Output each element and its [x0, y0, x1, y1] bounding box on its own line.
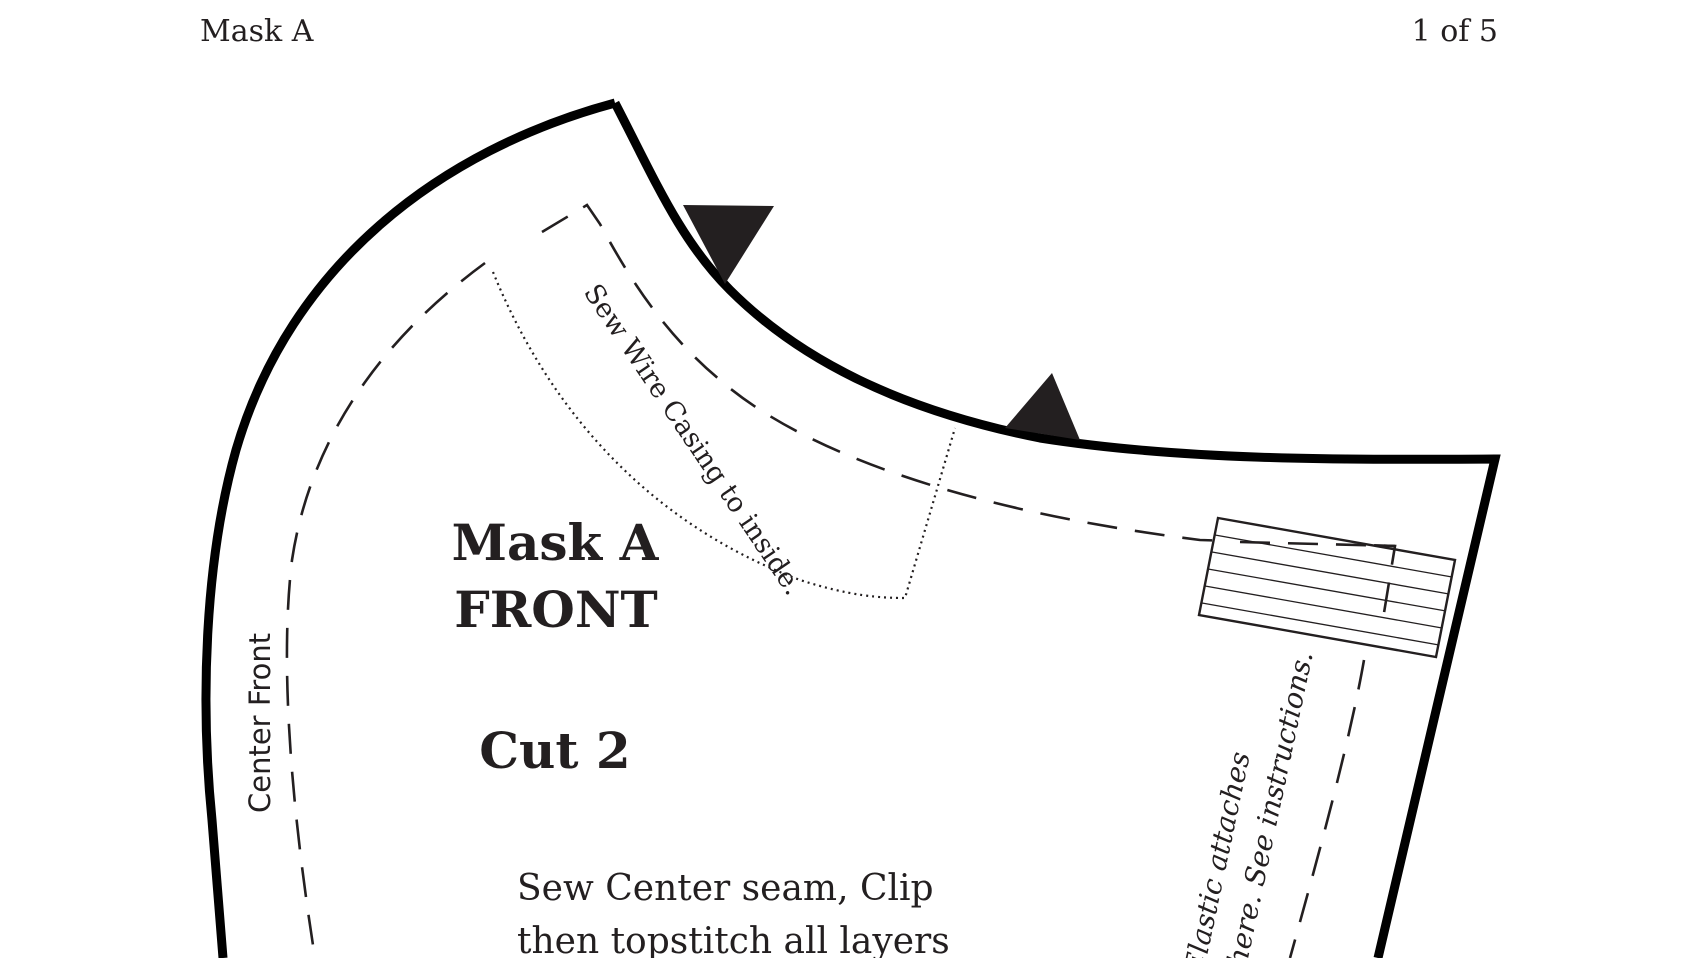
seam-line-dashed	[285, 261, 486, 958]
piece-title-line2: FRONT	[454, 580, 658, 639]
seam-instruction-line2: then topstitch all layers	[517, 921, 950, 958]
notch-marker-lower	[1005, 373, 1080, 440]
elastic-attachment-box	[1197, 516, 1457, 659]
wire-casing-dotted-line	[491, 271, 957, 600]
cut-line-outline	[201, 98, 1501, 958]
seam-line-dashed-right	[1288, 659, 1366, 958]
seam-instruction-line1: Sew Center seam, Clip	[517, 868, 934, 909]
header-mask-title: Mask A	[200, 14, 314, 49]
piece-title-line1: Mask A	[452, 513, 660, 572]
center-front-label: Center Front	[243, 633, 277, 813]
seam-line-dashed-top	[541, 203, 1396, 548]
cut-count-label: Cut 2	[479, 721, 630, 780]
page-indicator: 1 of 5	[1411, 14, 1498, 49]
notch-marker-upper	[683, 205, 774, 284]
